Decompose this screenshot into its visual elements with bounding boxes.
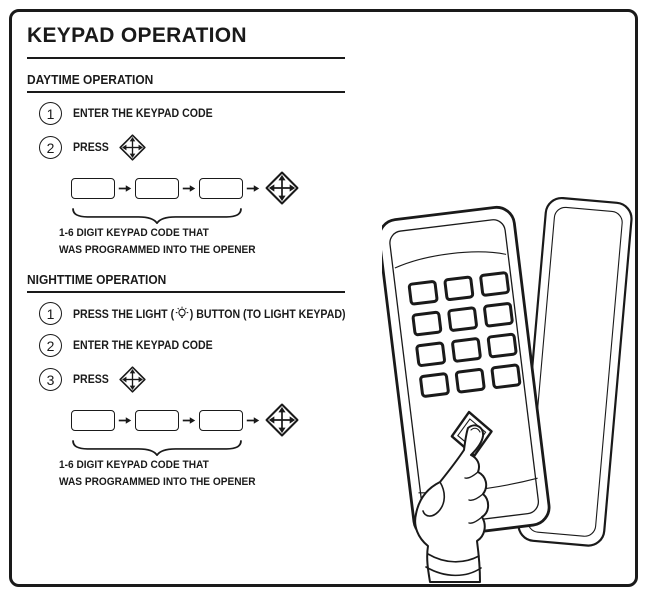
daytime-step-1: 1 ENTER THE KEYPAD CODE [39,102,345,125]
step-text: PRESS [73,373,109,386]
daytime-code-caption: 1-6 DIGIT KEYPAD CODE THAT WAS PROGRAMME… [59,225,345,259]
code-digit-box [71,409,115,431]
step-text: PRESS [73,141,109,154]
pointing-hand [414,424,490,583]
step-number-circle: 2 [39,136,62,159]
step-number-circle: 1 [39,102,62,125]
code-digit-box [135,177,179,199]
code-digit-box [199,177,243,199]
daytime-heading-text: DAYTIME OPERATION [27,72,154,87]
right-arrow-icon [118,415,132,426]
daytime-section: DAYTIME OPERATION 1 ENTER THE KEYPAD COD… [27,59,345,259]
brace-icon [71,208,243,224]
right-arrow-icon [246,183,260,194]
nighttime-step-3: 3 PRESS [39,366,345,393]
open-close-button-icon [119,134,146,161]
step-number-circle: 3 [39,368,62,392]
instructions-column: KEYPAD OPERATION DAYTIME OPERATION 1 ENT… [27,20,346,491]
open-close-button-icon [119,366,146,393]
nighttime-step-2: 2 ENTER THE KEYPAD CODE [39,334,345,358]
step-text: PRESS THE LIGHT ( ) BUTTON (TO LIGHT KEYP… [73,306,346,321]
brace-icon [71,440,243,456]
right-arrow-icon [118,183,132,194]
code-digit-box [71,177,115,199]
fingernail-line [470,427,481,433]
caption-line: WAS PROGRAMMED INTO THE OPENER [59,476,256,489]
light-bulb-icon [175,306,189,321]
page-border [9,9,638,587]
nighttime-step-1: 1 PRESS THE LIGHT ( ) BUTTON (TO LIGHT KE… [39,302,346,326]
knuckle-line [464,471,479,479]
right-arrow-icon [182,183,196,194]
code-digit-box [199,409,243,431]
code-digit-box [135,409,179,431]
keypad-keys [407,271,522,398]
caption-line: 1-6 DIGIT KEYPAD CODE THAT [59,227,209,239]
cuff-line [425,566,482,577]
caption-line: WAS PROGRAMMED INTO THE OPENER [59,244,256,257]
step-number-circle: 1 [39,302,62,326]
daytime-code-sequence [71,171,345,205]
open-close-button-icon [265,403,299,437]
step-text: ENTER THE KEYPAD CODE [73,107,213,120]
step-text-before: PRESS THE LIGHT ( [73,309,175,322]
open-close-button-icon [265,171,299,205]
daytime-step-2: 2 PRESS [39,134,345,161]
right-arrow-icon [182,415,196,426]
caption-line: 1-6 DIGIT KEYPAD CODE THAT [59,459,209,472]
daytime-heading: DAYTIME OPERATION [27,59,345,93]
right-arrow-icon [246,415,260,426]
nighttime-section: NIGHTTIME OPERATION 1 PRESS THE LIGHT ()… [27,259,346,491]
keypad-illustration [382,196,633,583]
step-text: ENTER THE KEYPAD CODE [73,339,213,352]
knuckle-line [468,516,483,524]
step-text-after: ) BUTTON (TO LIGHT KEYPAD) [189,309,346,322]
nighttime-heading-text: NIGHTTIME OPERATION [27,272,167,288]
keypad-device [382,205,551,539]
step-number-circle: 2 [39,334,62,358]
nighttime-code-caption: 1-6 DIGIT KEYPAD CODE THAT WAS PROGRAMME… [59,457,345,491]
nighttime-heading: NIGHTTIME OPERATION [27,259,345,294]
cuff-line [427,553,480,563]
page-title: KEYPAD OPERATION [27,20,345,59]
thumb-line [422,481,446,517]
knuckle-line [468,493,484,501]
nighttime-code-sequence [71,403,345,437]
